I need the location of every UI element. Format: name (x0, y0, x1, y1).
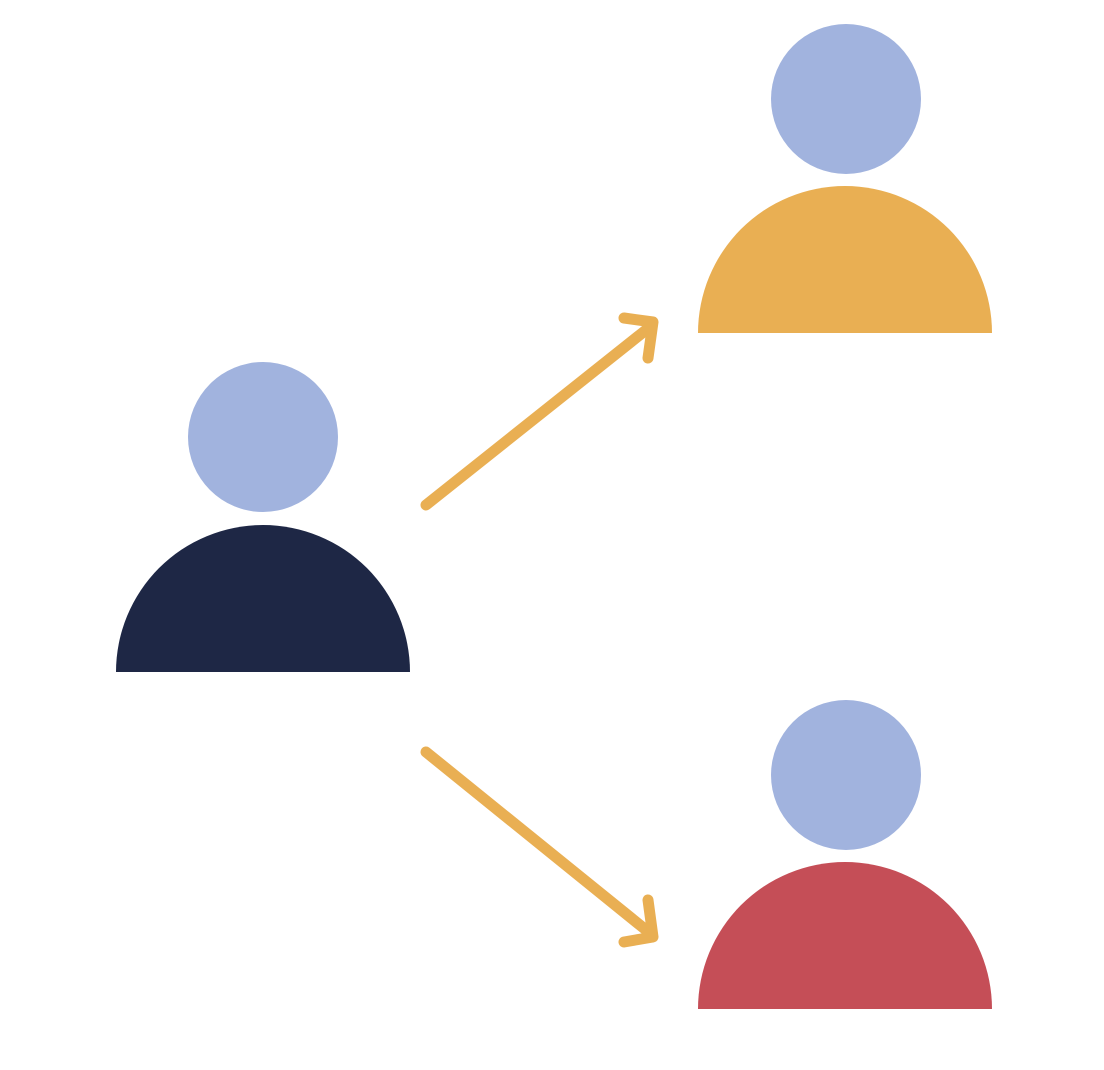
source-person-head (188, 362, 338, 512)
arrow-down-shaft (420, 746, 657, 940)
top-target-person-head (771, 24, 921, 174)
arrow-down-head (618, 894, 659, 948)
bottom-target-person-icon (698, 700, 992, 1009)
arrow-down-right-icon (420, 746, 659, 948)
arrow-up-shaft (420, 320, 657, 511)
arrow-up-right-icon (420, 312, 659, 511)
arrow-up-head (618, 312, 659, 364)
bottom-target-person-head (771, 700, 921, 850)
source-person-body (116, 525, 410, 672)
top-target-person-body (698, 186, 992, 333)
bottom-target-person-body (698, 862, 992, 1009)
source-person-icon (116, 362, 410, 672)
top-target-person-icon (698, 24, 992, 333)
